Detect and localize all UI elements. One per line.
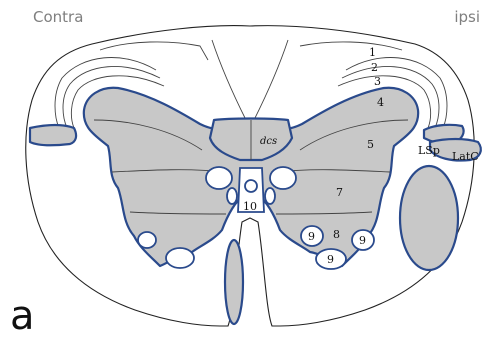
contra-lateral-patch	[30, 125, 76, 145]
label-lamina-1: 1	[369, 46, 376, 59]
label-lamina-7: 7	[336, 186, 343, 199]
hole-left-upper	[206, 167, 232, 189]
label-lamina-2: 2	[371, 61, 378, 74]
panel-letter: a	[10, 296, 35, 336]
contra-motor-nucleus-2	[166, 248, 194, 268]
label-lamina-9-right: 9	[359, 234, 366, 247]
contra-label: Contra	[33, 8, 83, 26]
label-lamina-5: 5	[367, 138, 374, 151]
label-lamina-8: 8	[333, 228, 340, 241]
dorsal-median-septum-right	[254, 40, 288, 120]
label-lamina-3: 3	[374, 75, 381, 88]
label-dcs: dcs	[260, 136, 277, 147]
label-lsp: LSp	[418, 144, 440, 157]
label-lamina-9-left: 9	[308, 230, 315, 243]
label-lamina-4: 4	[377, 96, 384, 109]
central-canal	[245, 180, 257, 192]
label-latc: LatC	[452, 150, 479, 163]
hole-left-small	[227, 188, 237, 204]
hole-right-upper	[270, 167, 296, 189]
dorsal-median-septum-left	[212, 40, 246, 120]
dorsal-edge-line	[100, 42, 402, 60]
ipsi-label: ipsi	[454, 8, 480, 26]
hole-right-small	[265, 188, 275, 204]
ventral-ellipse	[225, 240, 243, 324]
contra-motor-nucleus-1	[138, 232, 156, 248]
label-lamina-10: 10	[243, 200, 257, 213]
label-lamina-9-bottom: 9	[327, 253, 334, 266]
ipsi-lateral-ellipse	[400, 166, 458, 270]
